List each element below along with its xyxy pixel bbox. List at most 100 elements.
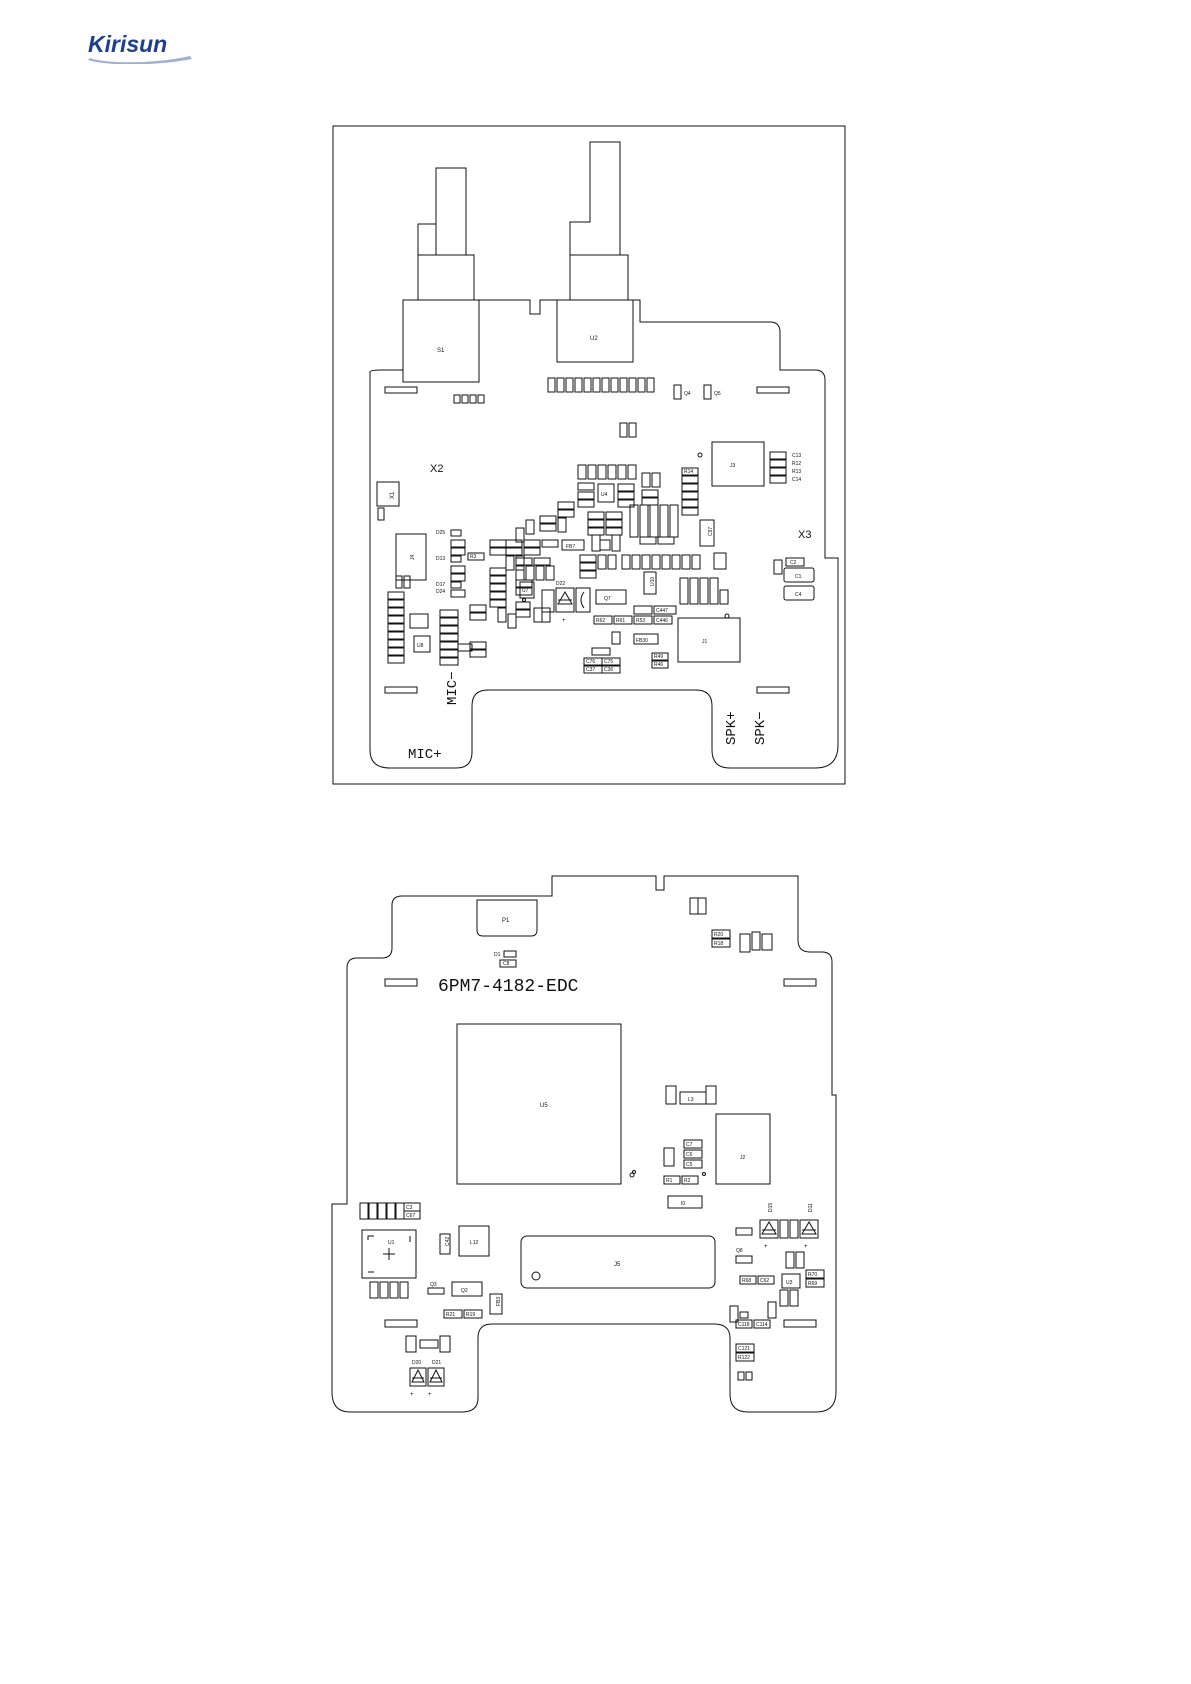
u10-label: U10 [650, 577, 656, 586]
mic-minus-label: MIC− [445, 671, 461, 705]
r122-label: R122 [738, 1355, 750, 1361]
top-board: S1 U2 Q4 Q5 J3 C13 R12 [332, 125, 846, 785]
svg-text:+: + [764, 1244, 768, 1250]
j3-component [711, 441, 765, 487]
d25-label: D25 [436, 530, 445, 536]
c36-label: C36 [604, 667, 613, 673]
r69-label: R69 [808, 1281, 817, 1287]
q2-component [451, 1281, 483, 1297]
l12-label: L12 [470, 1240, 479, 1246]
c2-label: C2 [790, 560, 797, 566]
r14-column [681, 467, 699, 516]
r14-label: R14 [684, 469, 693, 475]
c7-label: C7 [686, 1142, 693, 1148]
d20-label: D20 [412, 1360, 421, 1366]
p1-label: P1 [502, 918, 510, 924]
r70-label: R70 [808, 1272, 817, 1278]
r1-label: R1 [666, 1178, 673, 1184]
c121-label: C121 [738, 1346, 750, 1352]
c97-label: C97 [708, 527, 714, 536]
u3-component [781, 1273, 801, 1289]
kirisun-logo: Kirisun [88, 31, 192, 64]
u2-component [556, 299, 634, 363]
fb3-label: FB3 [496, 1297, 502, 1306]
r18-label: R18 [714, 941, 723, 947]
r68-label: R68 [742, 1278, 751, 1284]
j2-label: J2 [740, 1155, 746, 1161]
u2-label: U2 [590, 336, 598, 342]
r61-label: R61 [616, 618, 625, 624]
c62-label: C62 [760, 1278, 769, 1284]
d1-label: D1 [494, 952, 501, 958]
q3-label: Q3 [430, 1282, 437, 1288]
c6-label: C6 [686, 1152, 693, 1158]
fb7-label: FB7 [566, 544, 575, 550]
j4-label: J4 [410, 555, 416, 561]
c8-label: C8 [503, 961, 510, 967]
d21-label: D21 [432, 1360, 441, 1366]
u5-label: U5 [540, 1103, 548, 1109]
d22-label: D22 [556, 581, 565, 587]
r21-label: R21 [446, 1312, 455, 1318]
c114-label: C114 [756, 1322, 768, 1328]
svg-text:+: + [410, 1392, 414, 1398]
r53-label: R53 [636, 618, 645, 624]
q8-label: Q8 [736, 1248, 743, 1254]
u1-label: U1 [388, 1240, 395, 1246]
r3-label: R3 [470, 554, 477, 560]
c3-label: C3 [406, 1205, 413, 1211]
r19-label: R19 [466, 1312, 475, 1318]
r20-label: R20 [714, 932, 723, 938]
u7-component [519, 581, 535, 599]
u3-label: U3 [786, 1280, 793, 1286]
c67-label: C67 [406, 1213, 415, 1219]
u7-label: U7 [522, 588, 529, 594]
p1-component [476, 899, 538, 937]
u8-label: U8 [417, 643, 424, 649]
x1-component [376, 481, 400, 507]
l3-label: L3 [688, 1097, 694, 1103]
central-component-cluster: U4 FB7 [505, 464, 729, 605]
top-board-outline [369, 299, 839, 769]
svg-text:+: + [562, 618, 566, 624]
fb30-label: FB30 [636, 638, 648, 644]
d17-label: D17 [436, 582, 445, 588]
c118-label: C118 [738, 1322, 750, 1328]
d15-label: D15 [768, 1203, 774, 1212]
d24-label: D24 [436, 589, 445, 595]
r12-label: R12 [792, 461, 801, 467]
j1-label: J1 [702, 639, 708, 645]
u5-component [456, 1023, 622, 1185]
q2-label: Q2 [461, 1288, 468, 1294]
c13-label: C13 [792, 453, 801, 459]
q5-label: Q5 [714, 391, 721, 397]
top-resistor-row [547, 377, 655, 393]
u4-label: U4 [601, 492, 608, 498]
x1-label: X1 [390, 491, 396, 499]
bottom-board: P1 D1 C8 R20 R18 6PM7-4182-EDC U5 L3 J2 [331, 875, 837, 1413]
c14-label: C14 [792, 477, 801, 483]
x3-label: X3 [798, 529, 811, 541]
d15-component [759, 1219, 779, 1239]
c5-label: C5 [686, 1162, 693, 1168]
d22-component [555, 587, 575, 613]
u1-component [361, 1229, 417, 1279]
r2-label: R2 [684, 1178, 691, 1184]
c37-label: C37 [586, 667, 595, 673]
u8-component [413, 635, 431, 653]
d13-label: D13 [436, 556, 445, 562]
r49-label: R49 [654, 654, 663, 660]
d11-label: D11 [808, 1203, 814, 1212]
x2-label: X2 [430, 463, 443, 475]
c447-label: C447 [656, 608, 668, 614]
c75-label: C75 [604, 659, 613, 665]
r46-label: R46 [654, 662, 663, 668]
u4-component [597, 483, 615, 503]
c4-label: C4 [795, 592, 802, 598]
svg-text:+: + [428, 1392, 432, 1398]
r13-label: R13 [792, 469, 801, 475]
d21-component [427, 1367, 445, 1387]
j2-component [715, 1113, 771, 1185]
part-number-label: 6PM7-4182-EDC [438, 977, 579, 997]
